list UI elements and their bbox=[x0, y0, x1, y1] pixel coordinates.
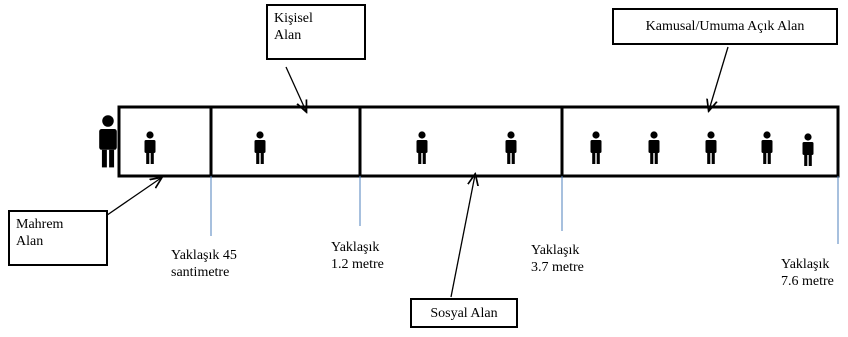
zone-strip bbox=[117, 105, 840, 178]
distance-label-3-line1: Yaklaşık bbox=[531, 243, 580, 258]
person-icon bbox=[505, 131, 517, 164]
person-icon bbox=[144, 131, 156, 164]
distance-label-1: Yaklaşık 45 santimetre bbox=[171, 247, 237, 281]
zone-label-social-text: Sosyal Alan bbox=[430, 306, 498, 321]
zone-label-personal-line1: Kişisel bbox=[274, 11, 313, 26]
zone-label-personal-line2: Alan bbox=[274, 28, 302, 43]
person-icon bbox=[254, 131, 266, 164]
arrow-public bbox=[709, 46, 729, 110]
zone-label-intimate-line2: Alan bbox=[16, 234, 44, 249]
person-icon bbox=[416, 131, 428, 164]
zone-label-intimate: Mahrem Alan bbox=[8, 210, 108, 266]
person-icon bbox=[761, 131, 773, 164]
person-icon bbox=[705, 131, 717, 164]
distance-label-4-line1: Yaklaşık bbox=[781, 257, 830, 272]
arrow-social bbox=[450, 175, 475, 298]
observer-person-icon bbox=[99, 115, 117, 168]
distance-label-2-line2: 1.2 metre bbox=[331, 257, 384, 272]
distance-label-3-line2: 3.7 metre bbox=[531, 260, 584, 275]
zone-label-public: Kamusal/Umuma Açık Alan bbox=[612, 8, 838, 45]
distance-label-4: Yaklaşık 7.6 metre bbox=[781, 256, 834, 290]
distance-label-2-line1: Yaklaşık bbox=[331, 240, 380, 255]
zone-label-public-text: Kamusal/Umuma Açık Alan bbox=[645, 19, 805, 34]
person-icon bbox=[802, 133, 814, 166]
distance-label-1-line2: santimetre bbox=[171, 265, 230, 280]
person-icon bbox=[648, 131, 660, 164]
zone-label-personal: Kişisel Alan bbox=[266, 4, 366, 60]
zone-label-intimate-line1: Mahrem bbox=[16, 217, 64, 232]
distance-label-4-line2: 7.6 metre bbox=[781, 274, 834, 289]
distance-label-3: Yaklaşık 3.7 metre bbox=[531, 242, 584, 276]
person-icon bbox=[590, 131, 602, 164]
zone-label-social: Sosyal Alan bbox=[410, 298, 518, 328]
distance-label-2: Yaklaşık 1.2 metre bbox=[331, 239, 384, 273]
arrow-personal bbox=[285, 66, 306, 111]
distance-label-1-line1: Yaklaşık 45 bbox=[171, 248, 237, 263]
